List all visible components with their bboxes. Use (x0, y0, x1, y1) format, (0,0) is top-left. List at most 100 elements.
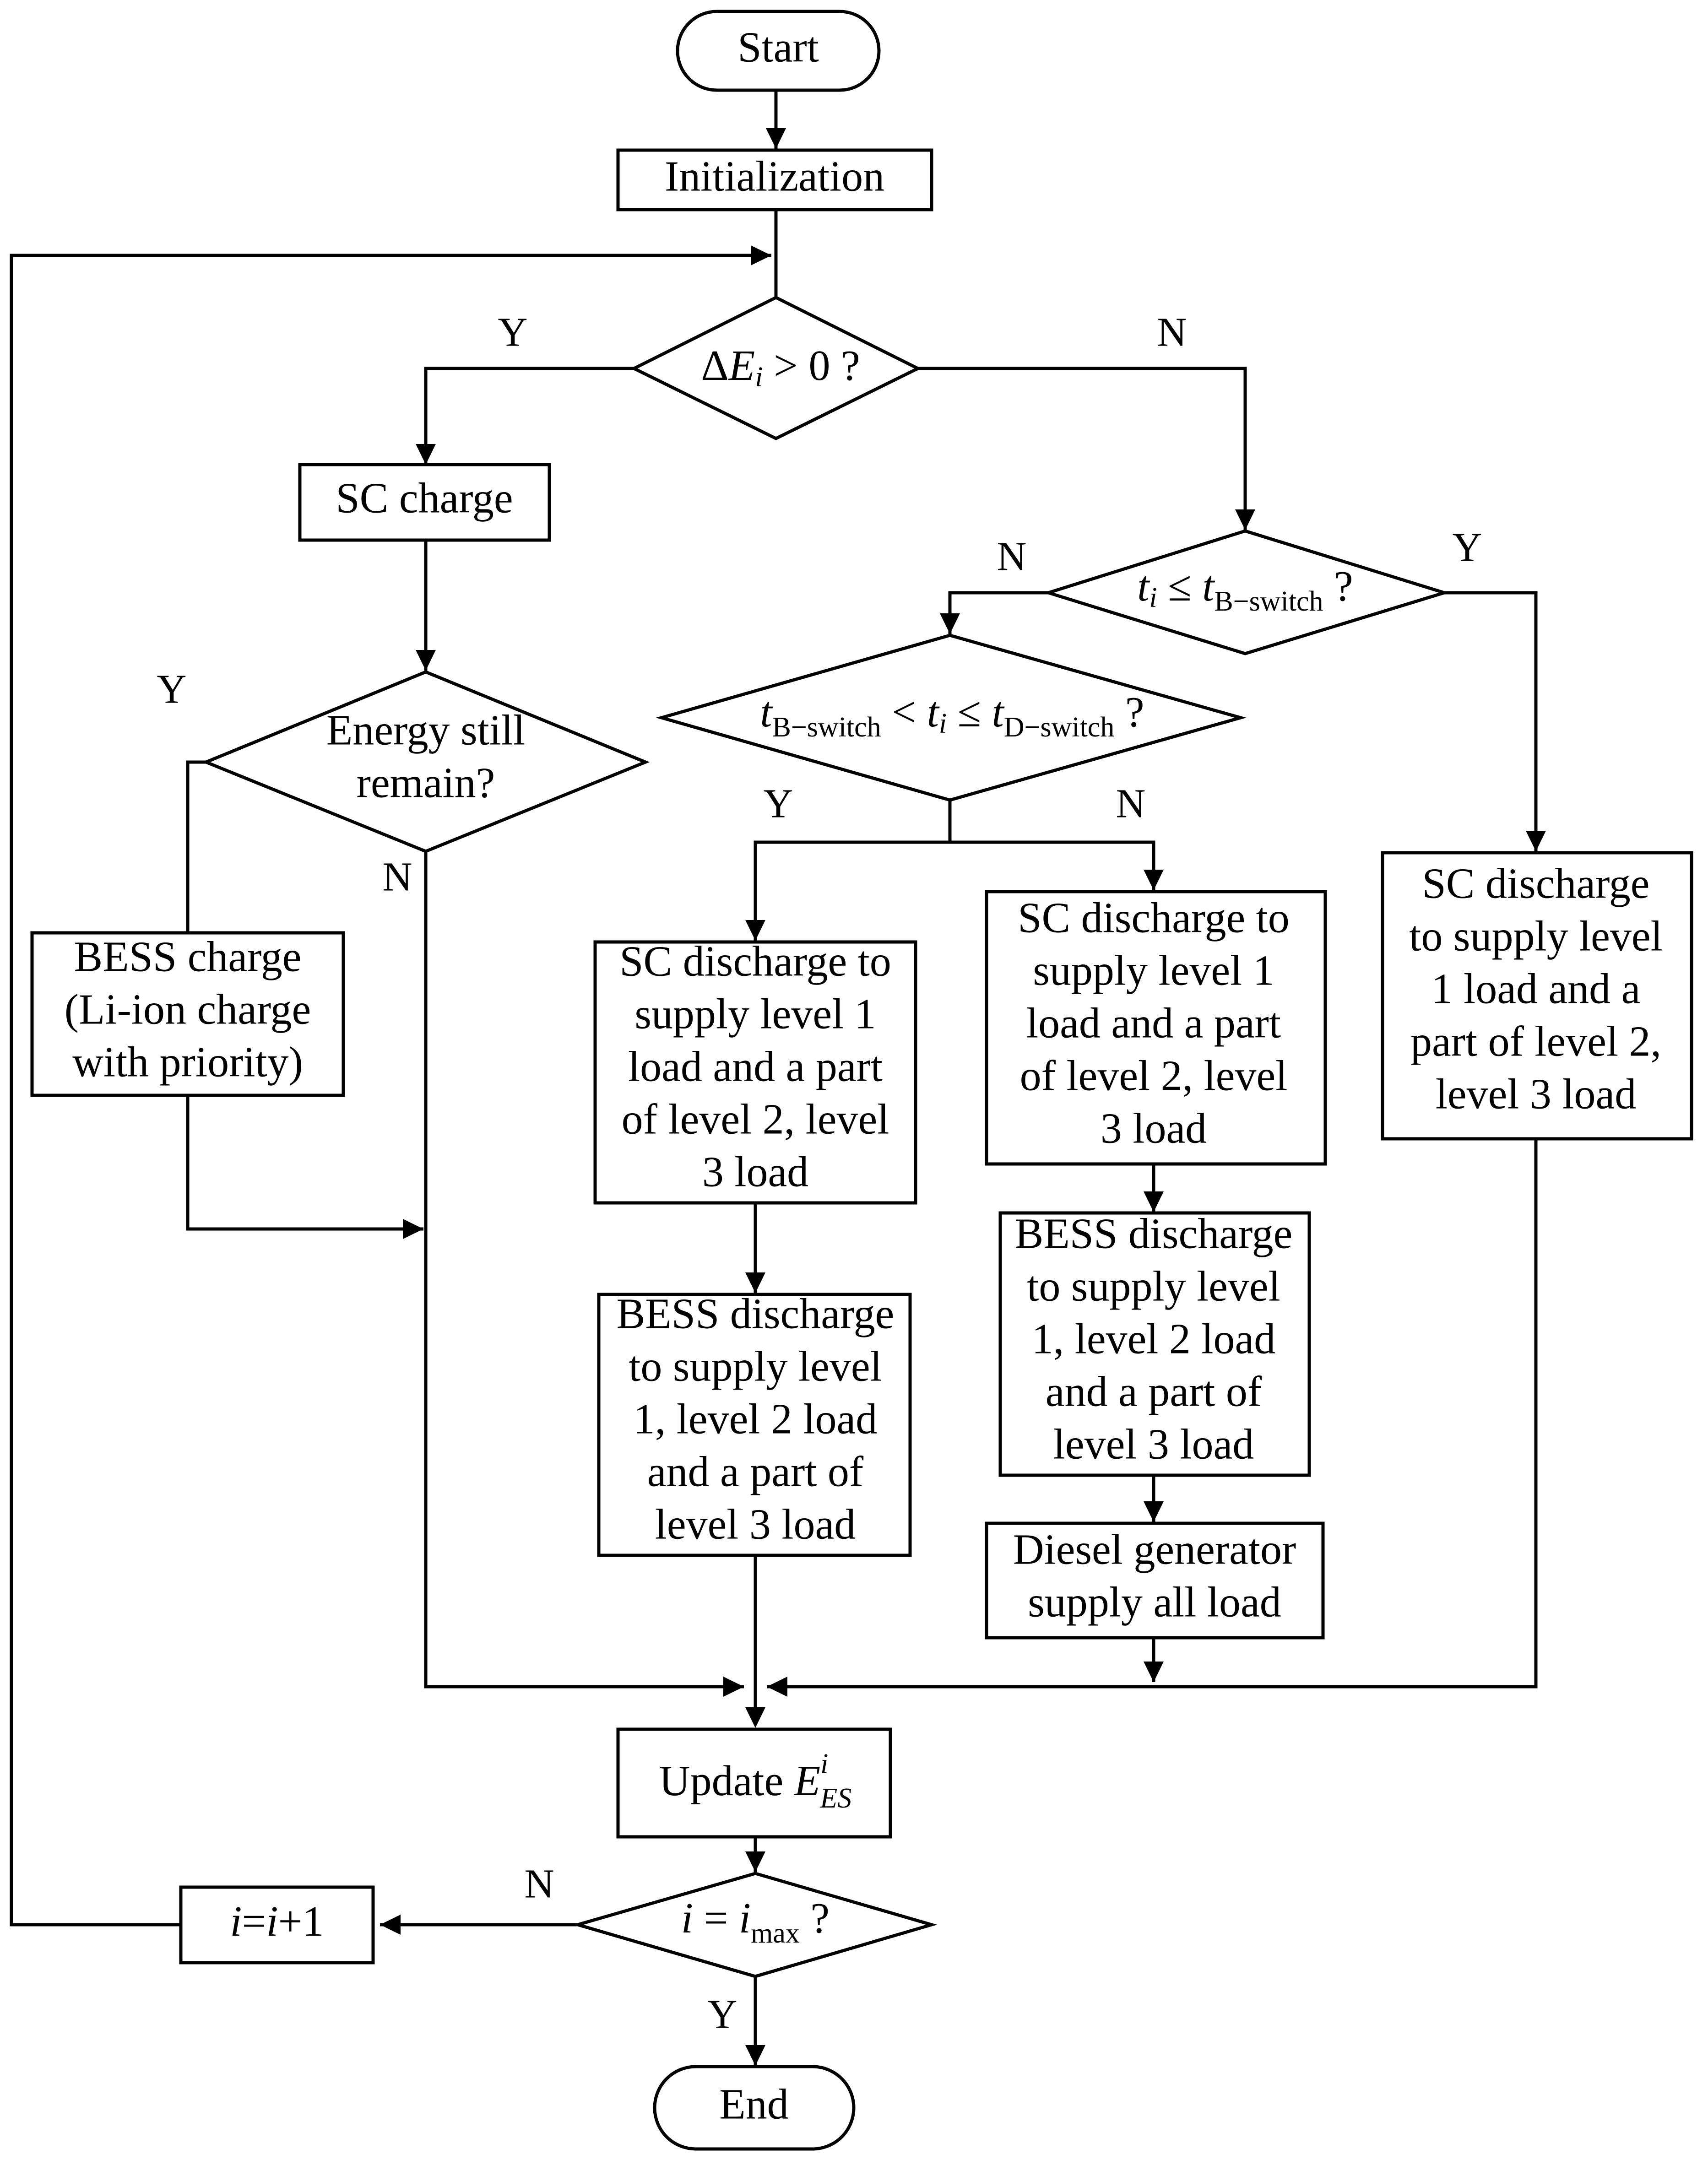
increment-label: i=i+1 (230, 1898, 324, 1945)
arrowhead (751, 245, 771, 265)
sc-discharge-c-line: SC discharge (1422, 860, 1650, 908)
sc-discharge-c-line: part of level 2, (1410, 1018, 1661, 1066)
sc-discharge-b-line: supply level 1 (1033, 947, 1274, 995)
decision-b-switch: ti ≤ tB−switch ? (1043, 529, 1450, 655)
edge-d2-d3 (948, 591, 1048, 634)
arrowhead (403, 1219, 423, 1239)
label-n-b-switch: N (997, 534, 1027, 579)
arrowhead (745, 2045, 765, 2066)
sc-discharge-b-line: SC discharge to (1018, 894, 1290, 942)
edge-inc-loop (10, 254, 771, 1927)
bess-discharge-a-line: 1, level 2 load (634, 1396, 878, 1443)
sc-discharge-a-line: SC discharge to (619, 938, 891, 985)
edge-bess-merge (186, 1096, 423, 1231)
label-n-delta: N (1157, 310, 1187, 355)
decision-d-switch-label: tB−switch < ti ≤ tD−switch ? (760, 688, 1144, 743)
sc-discharge-a-line: 3 load (702, 1148, 808, 1196)
init-node: Initialization (616, 148, 933, 211)
sc-discharge-b-line: load and a part (1026, 1000, 1281, 1047)
sc-discharge-a-line: of level 2, level (622, 1096, 889, 1143)
arrowheads (380, 128, 1546, 2066)
bess-discharge-b-node: BESS discharge to supply level 1, level … (998, 1210, 1311, 1477)
decision-d-switch: tB−switch < ti ≤ tD−switch ? (656, 633, 1247, 802)
end-node: End (653, 2065, 856, 2151)
diesel-line: supply all load (1028, 1579, 1281, 1626)
increment-node: i=i+1 (179, 1885, 375, 1965)
sc-discharge-c-line: 1 load and a (1431, 965, 1641, 1013)
sc-charge-node: SC charge (298, 463, 551, 542)
label-y-delta: Y (498, 310, 528, 355)
arrowhead (1526, 831, 1546, 851)
bess-discharge-a-line: BESS discharge (617, 1290, 895, 1338)
arrowhead (745, 1851, 765, 1872)
sc-discharge-c-line: level 3 load (1436, 1071, 1637, 1118)
decision-energy-line: remain? (357, 759, 495, 807)
bess-discharge-b-line: and a part of (1046, 1368, 1262, 1416)
bess-discharge-b-line: 1, level 2 load (1032, 1315, 1276, 1363)
label-n-energy: N (383, 855, 412, 900)
label-y-d-switch: Y (764, 781, 793, 827)
bess-charge-line: with priority) (72, 1039, 303, 1086)
arrowhead (745, 1272, 765, 1293)
decision-energy: Energy still remain? (201, 670, 650, 853)
edge-d2-sc-c (1444, 591, 1538, 851)
edge-labels: Y N Y N N Y Y N N Y (157, 310, 1482, 2037)
sc-charge-label: SC charge (336, 475, 513, 522)
arrowhead (1144, 1501, 1164, 1522)
bess-discharge-b-line: to supply level (1027, 1263, 1280, 1310)
arrowhead (745, 920, 765, 941)
arrowhead (380, 1915, 401, 1935)
label-y-energy: Y (157, 667, 187, 712)
diesel-node: Diesel generator supply all load (985, 1521, 1325, 1640)
label-y-i-max: Y (708, 1992, 737, 2037)
start-node: Start (676, 10, 881, 92)
edge-sc-c-merge (767, 1140, 1538, 1689)
arrowhead (723, 1677, 744, 1697)
sc-discharge-b-node: SC discharge to supply level 1 load and … (985, 890, 1327, 1166)
arrowhead (745, 1707, 765, 1728)
edge-d1-sc-charge (424, 367, 634, 465)
edge-split-sc-b (950, 840, 1155, 890)
decision-delta-e: ΔEi > 0 ? (630, 296, 922, 440)
label-y-b-switch: Y (1453, 525, 1482, 570)
init-label: Initialization (665, 153, 884, 200)
sc-discharge-a-line: load and a part (628, 1043, 883, 1091)
bess-discharge-a-line: and a part of (647, 1448, 864, 1496)
sc-discharge-b-line: of level 2, level (1020, 1052, 1288, 1100)
arrowhead (1235, 509, 1255, 530)
bess-charge-node: BESS charge (Li-ion charge with priority… (30, 931, 345, 1097)
edge-d1-d2 (918, 367, 1247, 530)
bess-discharge-a-node: BESS discharge to supply level 1, level … (597, 1290, 912, 1557)
edge-energy-bess (186, 760, 206, 931)
sc-discharge-c-node: SC discharge to supply level 1 load and … (1381, 851, 1693, 1141)
arrowhead (1144, 1191, 1164, 1212)
label-n-d-switch: N (1116, 781, 1146, 827)
bess-charge-line: BESS charge (74, 933, 302, 981)
edge-split-sc-a (754, 840, 950, 941)
bess-discharge-b-line: level 3 load (1053, 1421, 1254, 1468)
decision-i-max: i = imax ? (572, 1872, 938, 1978)
sc-discharge-a-node: SC discharge to supply level 1 load and … (593, 938, 917, 1205)
label-n-i-max: N (525, 1862, 554, 1907)
decision-i-max-label: i = imax ? (681, 1894, 830, 1949)
decision-energy-line: Energy still (326, 707, 525, 754)
end-label: End (719, 2081, 788, 2128)
arrowhead (1144, 1662, 1164, 1682)
bess-charge-line: (Li-ion charge (65, 986, 311, 1034)
sc-discharge-a-line: supply level 1 (634, 990, 876, 1038)
bess-discharge-a-line: level 3 load (655, 1501, 856, 1548)
sc-discharge-c-line: to supply level (1409, 913, 1663, 960)
decision-delta-e-label: ΔEi > 0 ? (701, 342, 860, 393)
arrowhead (766, 128, 786, 149)
sc-discharge-b-line: 3 load (1101, 1105, 1207, 1153)
arrowhead (1144, 870, 1164, 890)
arrowhead (940, 613, 960, 634)
arrowhead (767, 1677, 787, 1697)
bess-discharge-a-line: to supply level (629, 1343, 882, 1391)
start-label: Start (737, 24, 819, 71)
decision-b-switch-label: ti ≤ tB−switch ? (1137, 563, 1353, 617)
diesel-line: Diesel generator (1013, 1526, 1296, 1574)
